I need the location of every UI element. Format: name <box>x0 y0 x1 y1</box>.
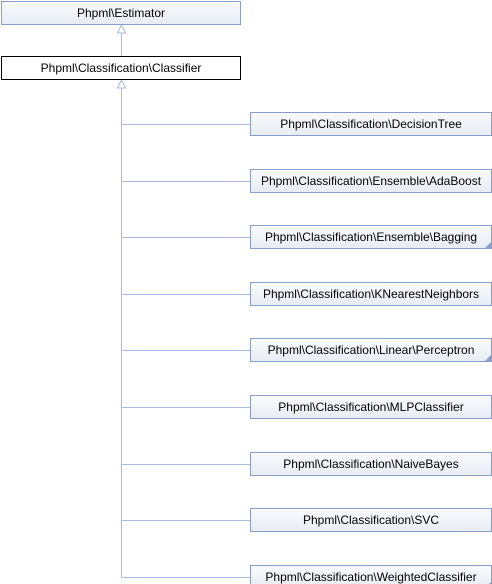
derived-class-label: Phpml\Classification\KNearestNeighbors <box>262 287 480 301</box>
derived-class-node[interactable]: Phpml\Classification\Ensemble\Bagging <box>250 225 492 249</box>
derived-class-node[interactable]: Phpml\Classification\SVC <box>250 508 492 532</box>
derived-class-node[interactable]: Phpml\Classification\NaiveBayes <box>250 452 492 476</box>
base-class-label: Phpml\Estimator <box>76 6 166 20</box>
child-trunk-arrowhead <box>116 78 127 89</box>
derived-class-node[interactable]: Phpml\Classification\Ensemble\AdaBoost <box>250 169 492 193</box>
base-class-node[interactable]: Phpml\Estimator <box>1 1 241 25</box>
derived-class-node[interactable]: Phpml\Classification\KNearestNeighbors <box>250 282 492 306</box>
derived-class-label: Phpml\Classification\Ensemble\AdaBoost <box>260 174 482 188</box>
current-class-node: Phpml\Classification\Classifier <box>1 56 241 80</box>
derived-class-label: Phpml\Classification\NaiveBayes <box>283 457 459 471</box>
derived-class-label: Phpml\Classification\DecisionTree <box>280 117 462 131</box>
current-class-label: Phpml\Classification\Classifier <box>40 61 202 75</box>
derived-class-node[interactable]: Phpml\Classification\WeightedClassifier <box>250 565 492 584</box>
derived-class-node[interactable]: Phpml\Classification\MLPClassifier <box>250 395 492 419</box>
derived-class-label: Phpml\Classification\Linear\Perceptron <box>267 343 475 357</box>
derived-class-node[interactable]: Phpml\Classification\Linear\Perceptron <box>250 338 492 362</box>
collapsed-subclasses-marker <box>485 355 491 361</box>
derived-class-label: Phpml\Classification\SVC <box>302 513 440 527</box>
collapsed-subclasses-marker <box>485 242 491 248</box>
base-edge-arrowhead <box>116 23 127 34</box>
derived-class-label: Phpml\Classification\MLPClassifier <box>278 400 464 414</box>
derived-class-node[interactable]: Phpml\Classification\DecisionTree <box>250 112 492 136</box>
derived-class-label: Phpml\Classification\WeightedClassifier <box>265 570 477 584</box>
collapsed-subclasses-marker <box>485 582 491 584</box>
derived-class-label: Phpml\Classification\Ensemble\Bagging <box>264 230 478 244</box>
